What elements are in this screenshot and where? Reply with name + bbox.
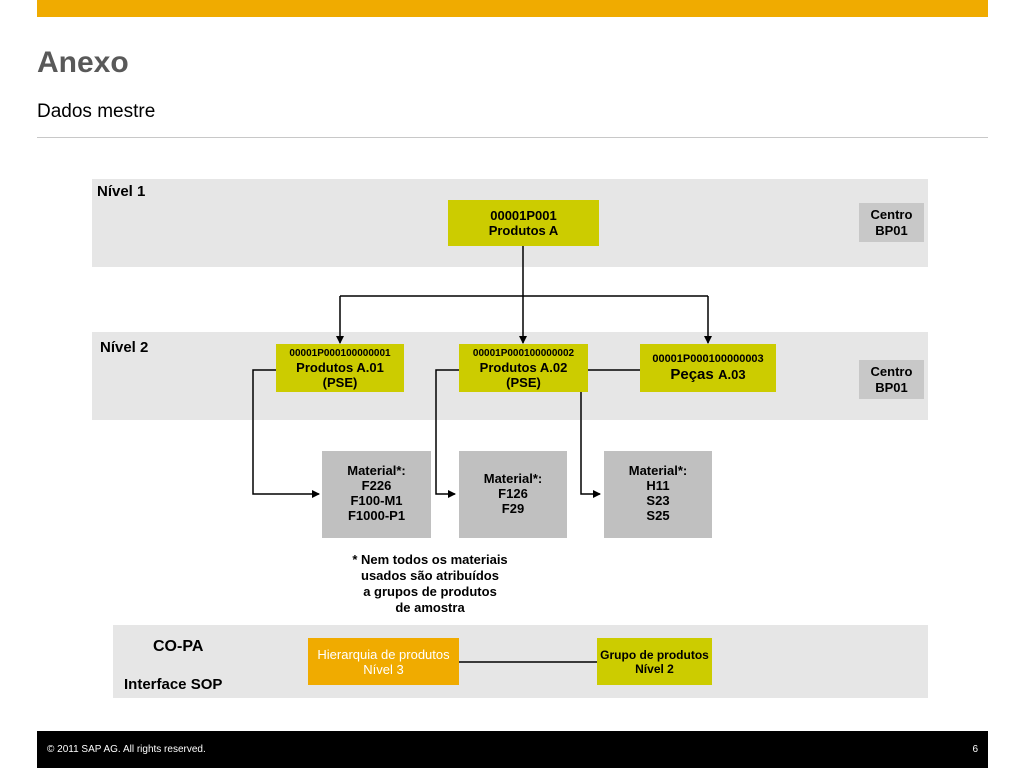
product-group-line1: Grupo de produtos <box>600 647 709 662</box>
child-node-name-part2: A.03 <box>718 367 746 382</box>
footnote-line: usados são atribuídos <box>361 568 499 583</box>
material-item: F226 <box>361 478 392 493</box>
material-box-1: Material*: F226 F100-M1 F1000-P1 <box>322 451 431 538</box>
material-item: H11 <box>646 478 670 493</box>
material-item: F100-M1 <box>350 493 403 508</box>
child-node-1: 00001P000100000001 Produtos A.01 (PSE) <box>276 344 404 392</box>
child1-to-material1 <box>252 369 320 498</box>
material-item: S25 <box>646 508 670 523</box>
product-group-box: Grupo de produtos Nível 2 <box>597 638 712 685</box>
level2-label: Nível 2 <box>100 339 149 356</box>
child-node-3: 00001P000100000003 Peças A.03 <box>640 344 776 392</box>
child-node-2: 00001P000100000002 Produtos A.02 (PSE) <box>459 344 588 392</box>
centro-box-level2: Centro BP01 <box>859 360 924 399</box>
page-title: Anexo <box>37 46 129 79</box>
material-item: F126 <box>498 486 528 501</box>
interface-sop-label: Interface SOP <box>124 676 223 693</box>
child-node-code: 00001P000100000001 <box>289 347 391 359</box>
child2-to-material2 <box>435 369 459 498</box>
material-box-2: Material*: F126 F29 <box>459 451 567 538</box>
centro-value: BP01 <box>875 222 908 238</box>
footer-page-number: 6 <box>972 744 978 755</box>
footer-copyright: © 2011 SAP AG. All rights reserved. <box>47 744 206 755</box>
footnote-line: * Nem todos os materiais <box>352 552 508 567</box>
centro-box-level1: Centro BP01 <box>859 203 924 242</box>
footnote: * Nem todos os materiais usados são atri… <box>330 552 530 616</box>
material-item: F29 <box>501 501 525 516</box>
root-node-code: 00001P001 <box>490 208 557 223</box>
child-node-code: 00001P000100000002 <box>472 347 575 359</box>
level1-label: Nível 1 <box>97 183 146 200</box>
material-item: F1000-P1 <box>347 508 406 523</box>
product-group-line2: Nível 2 <box>635 661 674 676</box>
footer-bar: © 2011 SAP AG. All rights reserved. 6 <box>37 731 988 768</box>
child-node-tag: (PSE) <box>506 374 541 390</box>
centro-label: Centro <box>870 363 913 379</box>
page-subtitle: Dados mestre <box>37 101 156 122</box>
material-item: S23 <box>646 493 670 508</box>
root-node-name: Produtos A <box>488 223 559 238</box>
child3-to-material3 <box>580 369 640 498</box>
footnote-line: de amostra <box>395 600 465 615</box>
child-node-tag: (PSE) <box>322 374 358 390</box>
footnote-line: a grupos de produtos <box>363 584 497 599</box>
child-node-name-part1: Peças <box>670 366 714 383</box>
top-accent-bar <box>37 0 988 17</box>
centro-value: BP01 <box>875 379 908 395</box>
child-node-name: Produtos A.01 <box>296 359 384 375</box>
material-label: Material*: <box>628 463 688 478</box>
hierarchy-box: Hierarquia de produtos Nível 3 <box>308 638 459 685</box>
centro-label: Centro <box>870 206 913 222</box>
child-node-code: 00001P000100000003 <box>652 353 764 365</box>
material-box-3: Material*: H11 S23 S25 <box>604 451 712 538</box>
root-node: 00001P001 Produtos A <box>448 200 599 246</box>
hierarchy-line1: Hierarquia de produtos <box>317 646 450 662</box>
material-label: Material*: <box>347 463 406 478</box>
material-label: Material*: <box>483 471 543 486</box>
child-node-name: Produtos A.02 <box>479 359 568 375</box>
title-divider <box>37 137 988 138</box>
hierarchy-line2: Nível 3 <box>363 661 404 677</box>
copa-label: CO-PA <box>153 638 204 655</box>
